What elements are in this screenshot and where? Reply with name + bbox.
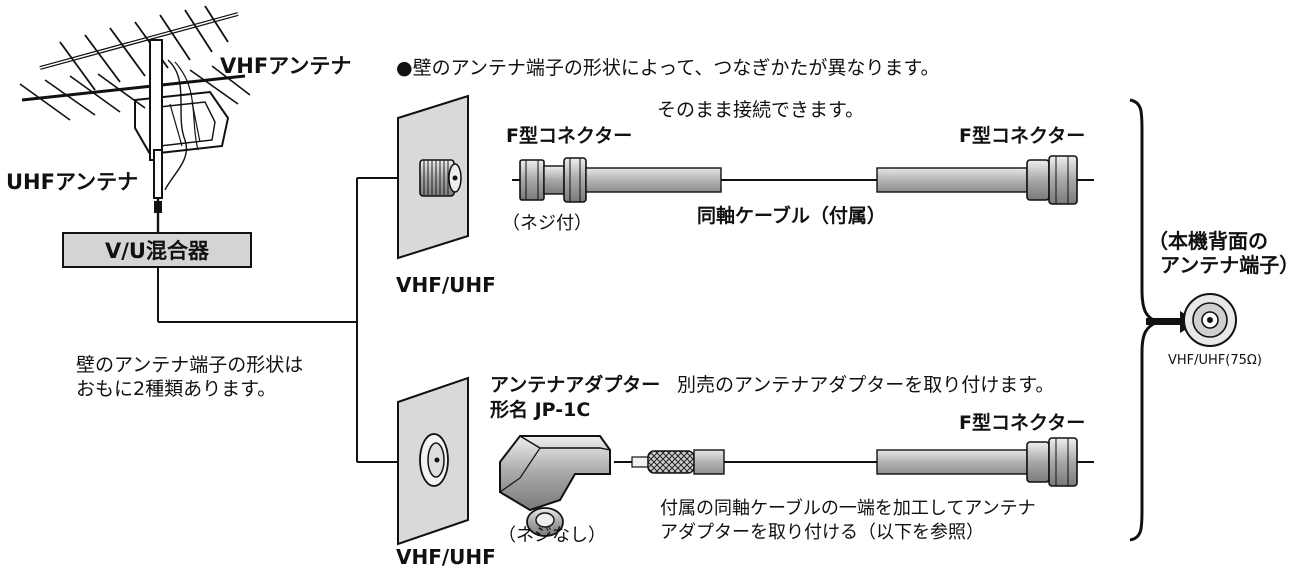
uhf-antenna-label: UHFアンテナ	[6, 170, 139, 194]
wall-plate-f-type	[397, 94, 469, 260]
mixer-label: V/U混合器	[105, 239, 209, 263]
rear-terminal-title-line1: （本機背面の	[1148, 229, 1268, 253]
top-wall-label: VHF/UHF	[396, 273, 496, 297]
wall-plate-round	[397, 376, 469, 546]
instruction-line1: 付属の同軸ケーブルの一端を加工してアンテナ	[660, 498, 1036, 519]
header-note: ●壁のアンテナ端子の形状によって、つなぎかたが異なります。	[396, 57, 940, 79]
left-f-connector-label: F型コネクター	[506, 125, 633, 147]
adapter-model: 形名 JP-1C	[490, 399, 591, 421]
bottom-f-connector-label: F型コネクター	[959, 412, 1086, 434]
coax-cable-top	[512, 155, 1094, 205]
mixer-box: V/U混合器	[62, 232, 252, 268]
screw-note: （ネジ付）	[502, 213, 592, 234]
rear-antenna-jack	[1146, 293, 1237, 347]
wiring-lines	[157, 177, 398, 463]
rear-jack-label: VHF/UHF(75Ω)	[1168, 353, 1262, 368]
coax-cable-label: 同軸ケーブル（付属）	[697, 205, 886, 227]
wall-note-line1: 壁のアンテナ端子の形状は	[76, 354, 304, 376]
adapter-note: 別売のアンテナアダプターを取り付けます。	[677, 374, 1055, 396]
antenna-illustration	[19, 5, 251, 232]
vhf-antenna-label: VHFアンテナ	[220, 54, 352, 78]
bottom-wall-label: VHF/UHF	[396, 545, 496, 569]
no-screw-note: （ネジなし）	[498, 525, 606, 546]
adapter-label: アンテナアダプター	[490, 374, 661, 396]
coax-cable-bottom	[499, 435, 1094, 537]
direct-connect-note: そのまま接続できます。	[657, 99, 865, 121]
wall-note-line2: おもに2種類あります。	[76, 378, 277, 400]
rear-terminal-title-line2: アンテナ端子）	[1160, 253, 1295, 277]
instruction-line2: アダプターを取り付ける（以下を参照）	[660, 522, 984, 543]
right-f-connector-label: F型コネクター	[959, 125, 1086, 147]
